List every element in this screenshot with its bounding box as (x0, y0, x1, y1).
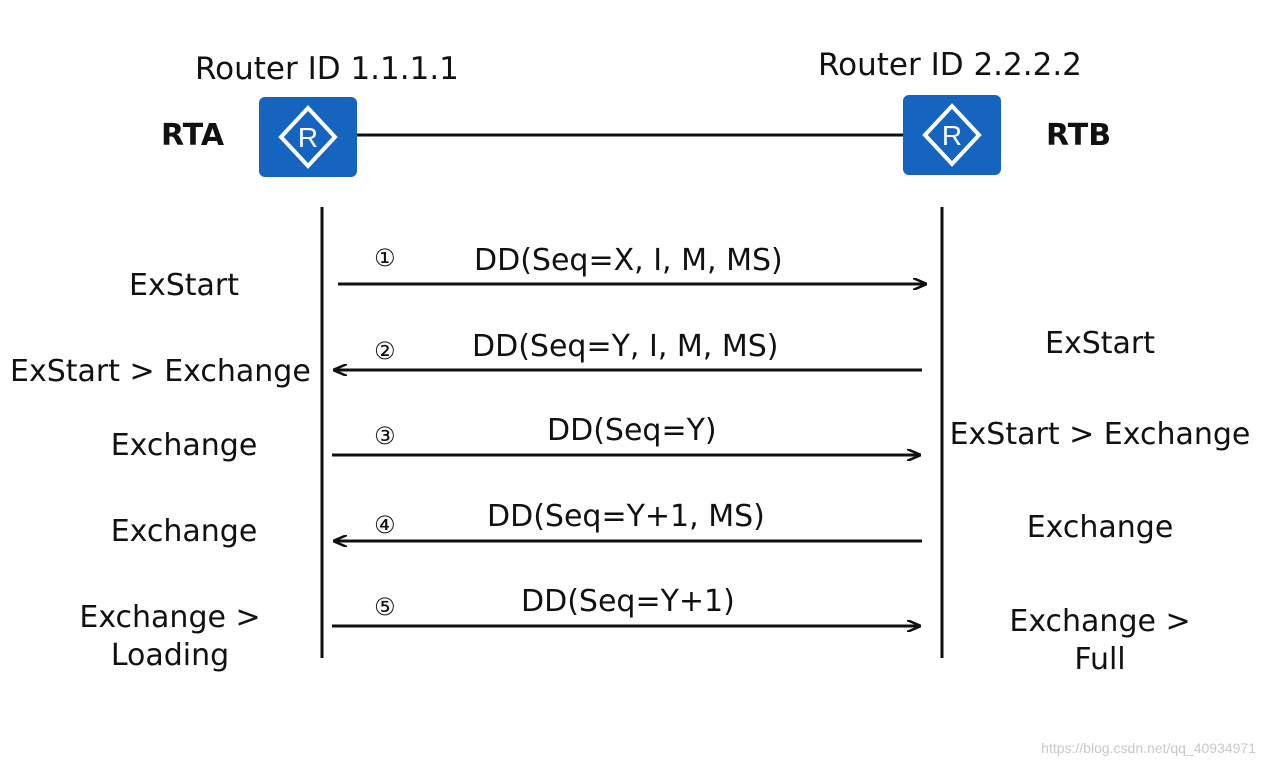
rta-state-3: Exchange (110, 428, 258, 463)
step-marker-5: ⑤ (374, 593, 396, 621)
rtb-state-5: Exchange > Full (1009, 604, 1191, 677)
step-marker-4: ④ (374, 511, 396, 539)
watermark: https://blog.csdn.net/qq_40934971 (1041, 740, 1256, 756)
svg-text:R: R (298, 122, 318, 153)
rta-state-1: ExStart (129, 268, 239, 303)
rta-state-4: Exchange (110, 514, 258, 549)
rtb-name: RTB (1046, 118, 1112, 153)
rta-router-id: Router ID 1.1.1.1 (195, 51, 459, 87)
message-label-1: DD(Seq=X, I, M, MS) (474, 243, 783, 278)
rta-router-icon: R (259, 97, 357, 177)
message-label-3: DD(Seq=Y) (547, 413, 717, 448)
rtb-router-icon: R (903, 95, 1001, 175)
rta-state-5: Exchange > Loading (79, 600, 261, 673)
rtb-state-2: ExStart (1045, 326, 1155, 361)
step-marker-2: ② (374, 337, 396, 365)
rta-state-2: ExStart > Exchange (10, 354, 311, 389)
svg-text:R: R (942, 120, 962, 151)
message-label-4: DD(Seq=Y+1, MS) (487, 499, 765, 534)
message-label-2: DD(Seq=Y, I, M, MS) (472, 329, 779, 364)
rtb-router-id: Router ID 2.2.2.2 (818, 47, 1082, 83)
rtb-state-3: ExStart > Exchange (949, 417, 1251, 452)
step-marker-3: ③ (374, 422, 396, 450)
message-label-5: DD(Seq=Y+1) (521, 584, 735, 619)
rta-name: RTA (161, 118, 225, 153)
rtb-state-4: Exchange (1026, 510, 1174, 545)
step-marker-1: ① (374, 244, 396, 272)
